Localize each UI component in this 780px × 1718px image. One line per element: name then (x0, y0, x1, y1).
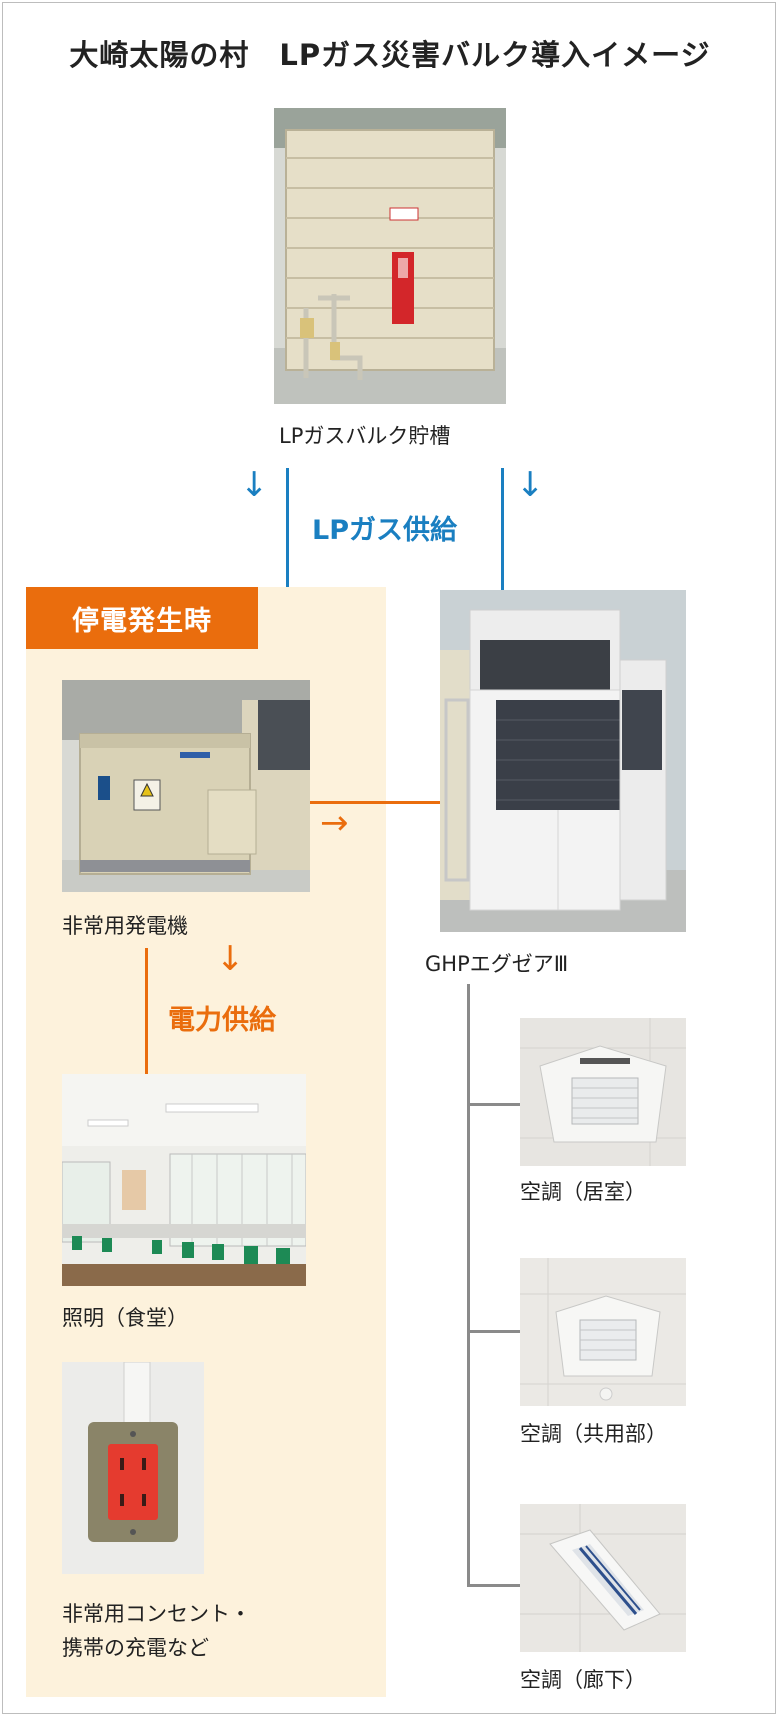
right-arrow-icon: → (320, 806, 349, 840)
outage-badge: 停電発生時 (26, 587, 258, 649)
lp-supply-label: LPガス供給 (312, 508, 457, 547)
ac-common-photo (520, 1258, 686, 1406)
ghp-photo (440, 590, 686, 932)
down-arrow-icon: ↓ (516, 468, 545, 502)
ac-common-label: 空調（共用部） (520, 1418, 667, 1448)
generator-photo (62, 680, 310, 892)
power-supply-label: 電力供給 (168, 998, 276, 1037)
ghp-label: GHPエグゼアⅢ (425, 948, 568, 978)
generator-label: 非常用発電機 (62, 910, 188, 940)
gas-line-to-ghp (501, 468, 504, 590)
down-arrow-icon: ↓ (216, 942, 245, 976)
ac-corridor-label: 空調（廊下） (520, 1664, 646, 1694)
ghp-branch-corridor (467, 1584, 520, 1587)
power-line (145, 948, 148, 1074)
diagram-title: 大崎太陽の村 LPガス災害バルク導入イメージ (0, 32, 780, 74)
outlet-label-line2: 携帯の充電など (62, 1632, 209, 1662)
ac-corridor-photo (520, 1504, 686, 1652)
ac-room-photo (520, 1018, 686, 1166)
outlet-label-line1: 非常用コンセント・ (62, 1598, 251, 1628)
outlet-photo (62, 1362, 204, 1574)
lighting-label: 照明（食堂） (62, 1302, 188, 1332)
down-arrow-icon: ↓ (240, 468, 269, 502)
bulk-tank-label: LPガスバルク貯槽 (279, 420, 450, 450)
lighting-photo (62, 1074, 306, 1286)
ac-room-label: 空調（居室） (520, 1176, 646, 1206)
ghp-branch-common (467, 1330, 520, 1333)
ghp-branch-room (467, 1103, 520, 1106)
bulk-tank-photo (274, 108, 506, 404)
ghp-tree-trunk (467, 984, 470, 1586)
